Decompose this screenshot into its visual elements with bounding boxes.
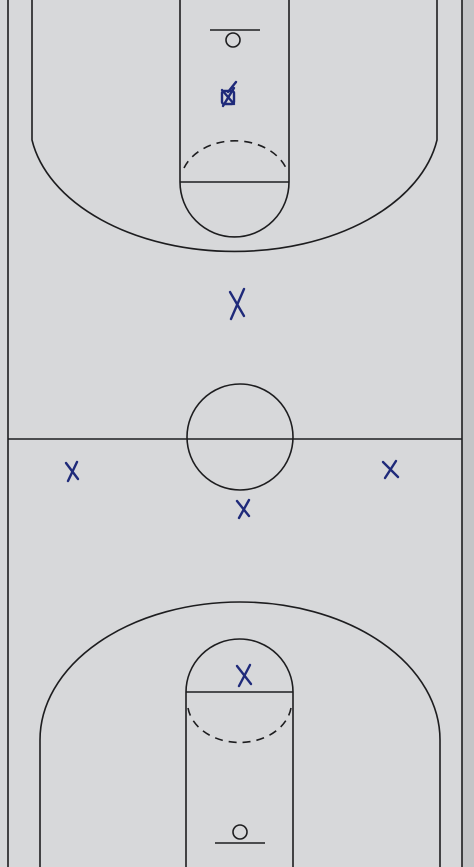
bottom-three-point-line bbox=[39, 601, 441, 867]
top-free-throw-circle-dashed bbox=[183, 140, 287, 169]
top-three-point-line bbox=[31, 0, 438, 253]
player-marker-x bbox=[235, 663, 253, 688]
bottom-free-throw-circle-dashed bbox=[187, 707, 292, 744]
player-marker-x bbox=[381, 459, 400, 480]
top-free-throw-circle-solid bbox=[179, 181, 290, 238]
court-right-shadow bbox=[462, 0, 474, 867]
bottom-free-throw-circle-solid bbox=[185, 638, 294, 693]
bottom-hoop bbox=[232, 824, 248, 840]
player-marker-circled-x bbox=[220, 80, 238, 108]
player-marker-x bbox=[64, 460, 80, 483]
player-marker-x bbox=[235, 498, 251, 520]
center-circle bbox=[186, 383, 294, 491]
top-hoop bbox=[225, 32, 241, 48]
player-marker-x bbox=[228, 287, 246, 321]
